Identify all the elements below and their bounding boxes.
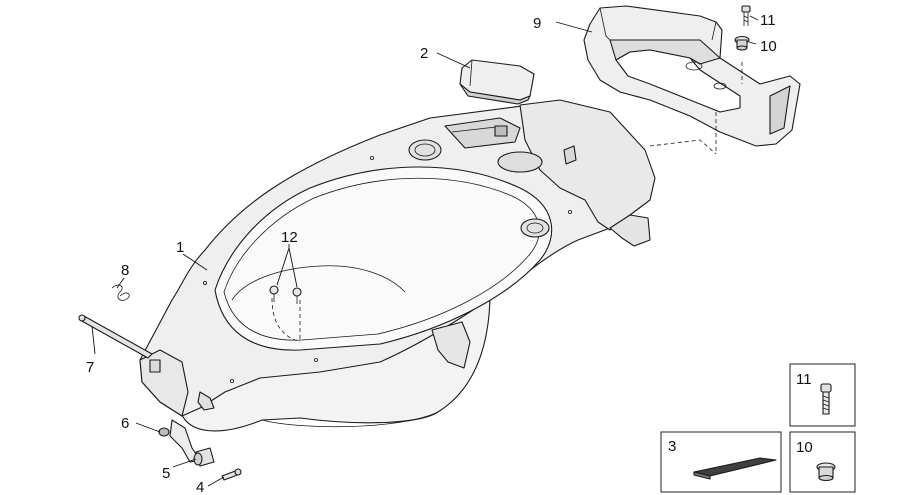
callout-9: 9 [533,15,541,32]
callout-12: 12 [281,229,298,246]
bushing-5 [193,447,215,467]
washer-10 [734,35,750,51]
callout-1: 1 [176,239,184,256]
clip-nut-6 [158,427,170,437]
rear-grab-handle-9 [583,5,801,155]
helmet-compartment-body [139,99,656,432]
leader-lines [91,15,759,487]
inset-10-label: 10 [796,439,813,456]
inset-11-label: 11 [796,371,812,388]
callout-6: 6 [121,415,129,432]
callout-5: 5 [162,465,170,482]
callout-10: 10 [760,38,777,55]
callout-8: 8 [121,262,129,279]
screw-12-left [269,285,279,302]
hinge-pin-7 [78,314,153,359]
spring-clip-8 [111,284,130,301]
inset-box-11: 11 [789,363,856,427]
inset-3-label: 3 [668,438,676,455]
screw-4 [221,468,242,481]
inset-box-10: 10 [789,431,856,493]
callout-4: 4 [196,479,204,495]
callout-labels: 1 2 9 11 10 12 8 7 6 5 4 [86,12,777,495]
callout-11: 11 [760,12,776,29]
callout-2: 2 [420,45,428,62]
cover-lid-2 [459,59,535,105]
inset-box-3: 3 [660,431,782,493]
screw-11 [741,5,751,26]
screw-12-right [292,287,302,304]
callout-7: 7 [86,359,94,376]
